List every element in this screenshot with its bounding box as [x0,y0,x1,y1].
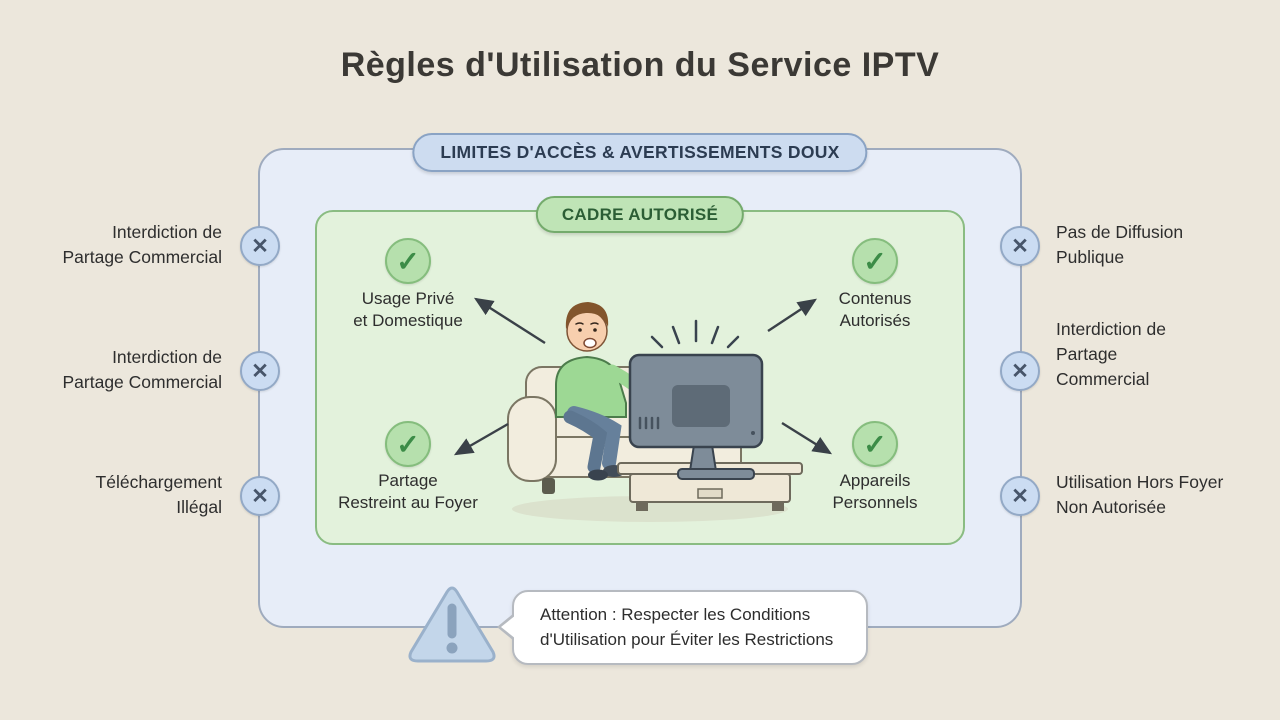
authorized-banner: CADRE AUTORISÉ [535,196,745,233]
restriction-right-1: Pas de Diffusion Publique [1056,222,1184,267]
cross-glyph: ✕ [1011,484,1029,508]
restriction-left-3: Téléchargement Illégal [95,472,222,517]
cross-glyph: ✕ [1011,359,1029,383]
check-icon: ✓ [385,421,431,467]
cross-icon: ✕ [240,226,280,266]
check-glyph: ✓ [863,428,887,460]
check-icon: ✓ [852,238,898,284]
check-icon: ✓ [852,421,898,467]
warning-bubble: Attention : Respecter les Conditions d'U… [497,590,868,665]
cross-icon: ✕ [1000,351,1040,391]
warning-text: Attention : Respecter les Conditions d'U… [540,604,834,649]
cross-glyph: ✕ [251,484,269,508]
allowed-item-appareils: Appareils Personnels [832,471,918,513]
cross-icon: ✕ [240,476,280,516]
allowed-item-contenus: Contenus Autorisés [838,289,912,331]
restriction-right-2: Interdiction de Partage Commercial [1056,319,1166,389]
cross-glyph: ✕ [251,234,269,258]
allowed-item-usage-prive: Usage Privé et Domestique [353,289,463,331]
restriction-left-2: Interdiction de Partage Commercial [62,347,223,392]
restriction-right-3: Utilisation Hors Foyer Non Autorisée [1056,472,1224,517]
check-glyph: ✓ [863,245,887,277]
allowed-item-partage-foyer: Partage Restreint au Foyer [338,471,478,513]
cross-glyph: ✕ [251,359,269,383]
check-glyph: ✓ [396,428,420,460]
page-title: Règles d'Utilisation du Service IPTV [340,46,940,84]
cross-icon: ✕ [1000,476,1040,516]
check-glyph: ✓ [396,245,420,277]
limits-banner: LIMITES D'ACCÈS & AVERTISSEMENTS DOUX [412,133,868,172]
cross-icon: ✕ [1000,226,1040,266]
check-icon: ✓ [385,238,431,284]
cross-icon: ✕ [240,351,280,391]
cross-glyph: ✕ [1011,234,1029,258]
restriction-left-1: Interdiction de Partage Commercial [62,222,223,267]
